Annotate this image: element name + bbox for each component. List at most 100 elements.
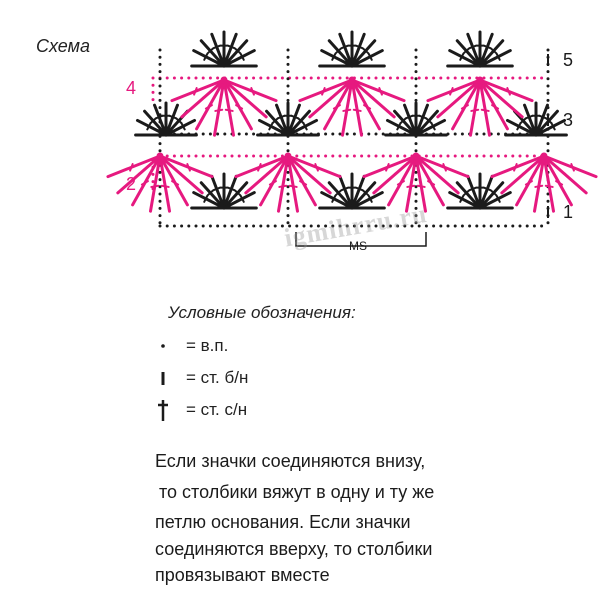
chain-dot-pink bbox=[396, 76, 400, 80]
chain-dot-pink bbox=[216, 76, 220, 80]
fan-stitch-bar bbox=[239, 52, 245, 61]
fan-stitch-bar bbox=[459, 52, 465, 61]
chain-dot-pink bbox=[187, 154, 191, 158]
fan-stitch-bar bbox=[175, 117, 183, 125]
cluster-stitch bbox=[362, 154, 418, 179]
fan-stitch-bar bbox=[519, 117, 527, 125]
chain-dot-pink bbox=[208, 154, 212, 158]
chain-dot bbox=[286, 192, 290, 196]
pink-cluster bbox=[362, 152, 470, 213]
chain-dot bbox=[546, 98, 550, 102]
chain-dot bbox=[331, 132, 335, 136]
chain-dot bbox=[286, 185, 290, 189]
cluster-stitch-bar bbox=[416, 184, 426, 188]
fan-stitch-bar bbox=[430, 122, 436, 131]
chain-dot bbox=[439, 224, 443, 228]
pink-cluster bbox=[426, 76, 534, 137]
chain-dot bbox=[414, 48, 418, 52]
chain-dot bbox=[223, 224, 227, 228]
cluster-stitch-bar bbox=[129, 163, 134, 172]
chain-dot bbox=[259, 224, 263, 228]
fan-stitch bbox=[478, 174, 494, 210]
fan-stitch bbox=[448, 49, 482, 68]
cluster-stitch-bar bbox=[342, 108, 352, 112]
cluster-stitch-bar bbox=[299, 180, 308, 186]
fan-stitch-bar bbox=[495, 52, 501, 61]
chain-dot-pink bbox=[511, 154, 515, 158]
chain-dot-pink bbox=[324, 76, 328, 80]
note-line-1: Если значки соединяются внизу, bbox=[155, 451, 426, 471]
chain-dot-pink bbox=[259, 76, 263, 80]
chain-dot-pink bbox=[295, 154, 299, 158]
chain-dot-pink bbox=[345, 154, 349, 158]
chain-dot bbox=[414, 84, 418, 88]
chain-dot bbox=[496, 132, 500, 136]
chain-dot bbox=[546, 91, 550, 95]
fan-stitch-bar bbox=[468, 186, 477, 192]
chain-dot-pink bbox=[511, 76, 515, 80]
chain-dot bbox=[216, 132, 220, 136]
cluster-stitch bbox=[222, 78, 253, 131]
chain-dot-pink bbox=[482, 154, 486, 158]
chain-dot bbox=[410, 224, 414, 228]
chain-dot-pink bbox=[316, 76, 320, 80]
chain-dot bbox=[158, 224, 162, 228]
cluster-stitch bbox=[234, 154, 290, 179]
cluster-stitch-bar bbox=[363, 104, 372, 110]
chain-dot-pink bbox=[302, 76, 306, 80]
cluster-stitch bbox=[542, 154, 573, 207]
fan-stitch bbox=[455, 181, 482, 210]
chain-dot bbox=[223, 132, 227, 136]
chain-dot-pink bbox=[187, 76, 191, 80]
cluster-stitch bbox=[158, 154, 172, 213]
chain-dot bbox=[252, 224, 256, 228]
cluster-stitch-bar bbox=[307, 172, 315, 180]
chain-dot bbox=[468, 224, 472, 228]
cluster-stitch bbox=[106, 154, 162, 179]
fan-stitch-bar bbox=[331, 52, 337, 61]
chain-dot bbox=[360, 224, 364, 228]
fan-stitch bbox=[199, 39, 226, 68]
chain-dot bbox=[286, 149, 290, 153]
fan-stitch-bar bbox=[545, 117, 553, 125]
chain-dot-pink bbox=[504, 154, 508, 158]
crochet-chart: 4 2 5 3 1 MS bbox=[106, 30, 598, 253]
cluster-stitch bbox=[451, 78, 482, 131]
cluster-top bbox=[412, 152, 420, 160]
fan-stitch-bar bbox=[425, 117, 433, 125]
fan-stitch bbox=[222, 174, 238, 210]
chain-dot-pink bbox=[388, 76, 392, 80]
chain-dot-pink bbox=[518, 76, 522, 80]
fan-stitch-bar bbox=[334, 189, 342, 197]
pink-cluster bbox=[490, 152, 598, 213]
cluster-stitch-bar bbox=[442, 163, 447, 172]
cluster-stitch bbox=[426, 78, 482, 103]
chain-dot-pink bbox=[273, 76, 277, 80]
cluster-stitch-bar bbox=[186, 163, 191, 172]
fan-stitch-bar bbox=[362, 189, 370, 197]
chain-dot bbox=[414, 178, 418, 182]
fan-stitch bbox=[199, 181, 226, 210]
fan-stitch bbox=[222, 191, 256, 210]
fan-stitch-bar bbox=[302, 122, 308, 131]
chain-dot bbox=[414, 55, 418, 59]
fan-stitch bbox=[222, 181, 249, 210]
cluster-stitch-bar bbox=[513, 163, 518, 172]
cluster-stitch bbox=[259, 154, 290, 207]
chain-dot-pink bbox=[237, 76, 241, 80]
chain-dot-pink bbox=[374, 76, 378, 80]
row-number-5: 5 bbox=[563, 50, 573, 70]
chain-dot-pink bbox=[504, 76, 508, 80]
cluster-stitch-bar bbox=[235, 104, 244, 110]
cluster-stitch-bar bbox=[544, 184, 554, 188]
cluster-stitch-bar bbox=[261, 172, 269, 180]
chain-dot-pink bbox=[432, 154, 436, 158]
fan-stitch bbox=[478, 191, 512, 210]
repeat-bracket bbox=[295, 232, 427, 247]
chain-dot bbox=[532, 224, 536, 228]
chain-dot bbox=[286, 77, 290, 81]
cluster-stitch bbox=[298, 78, 354, 103]
chain-dot-pink bbox=[489, 154, 493, 158]
chain-dot-pink bbox=[151, 90, 155, 94]
chain-dot bbox=[546, 149, 550, 153]
